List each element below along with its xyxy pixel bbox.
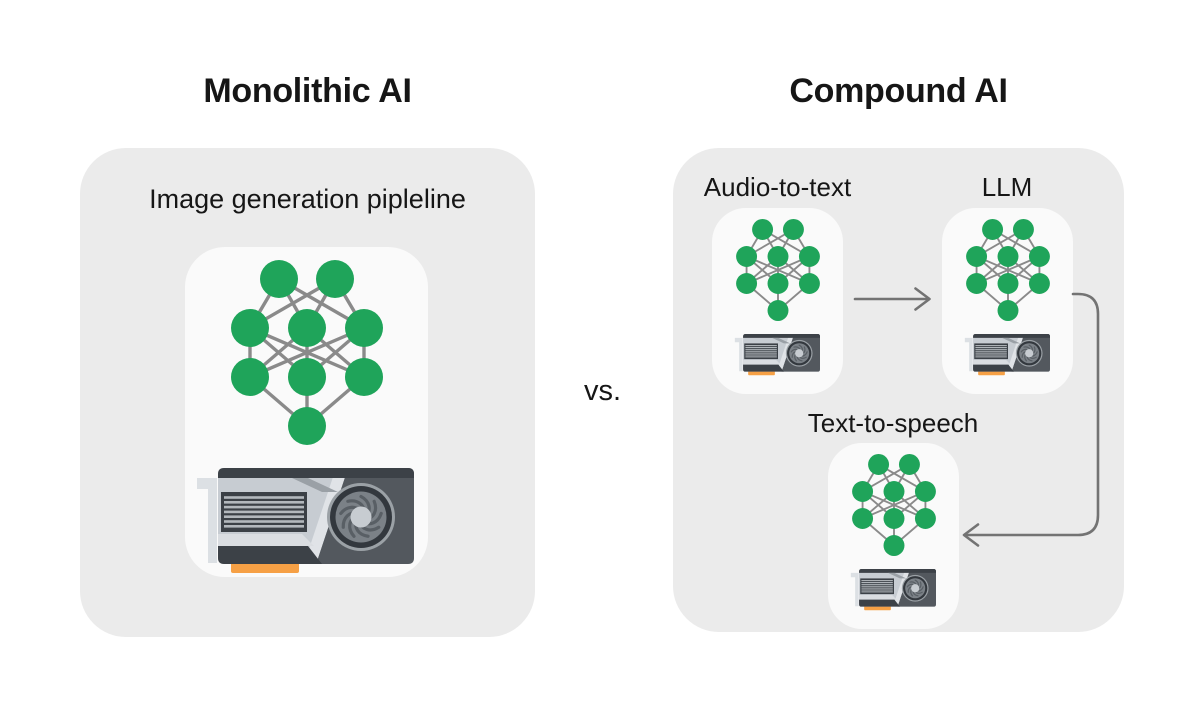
text-to-speech-card bbox=[828, 443, 959, 629]
pipeline-label: Image generation pipleline bbox=[149, 184, 466, 214]
compound-panel: Audio-to-text LLM Text-to-speech bbox=[673, 148, 1124, 632]
neural-network-icon bbox=[965, 219, 1050, 321]
gpu-icon bbox=[733, 334, 821, 376]
text-to-speech-label: Text-to-speech bbox=[807, 408, 979, 438]
gpu-icon bbox=[195, 468, 416, 575]
monolithic-panel: Image generation pipleline bbox=[80, 148, 535, 637]
gpu-icon bbox=[849, 569, 937, 611]
neural-network-icon bbox=[230, 260, 383, 445]
audio-to-text-card bbox=[712, 208, 843, 394]
llm-card bbox=[942, 208, 1073, 394]
neural-network-icon bbox=[851, 454, 936, 556]
compound-title: Compound AI bbox=[789, 72, 1008, 110]
versus-label: vs. bbox=[583, 375, 622, 407]
gpu-icon bbox=[963, 334, 1051, 376]
image-generation-card bbox=[185, 247, 428, 577]
monolithic-title: Monolithic AI bbox=[203, 72, 412, 110]
neural-network-icon bbox=[735, 219, 820, 321]
audio-to-text-label: Audio-to-text bbox=[703, 172, 852, 202]
llm-label: LLM bbox=[981, 172, 1033, 202]
